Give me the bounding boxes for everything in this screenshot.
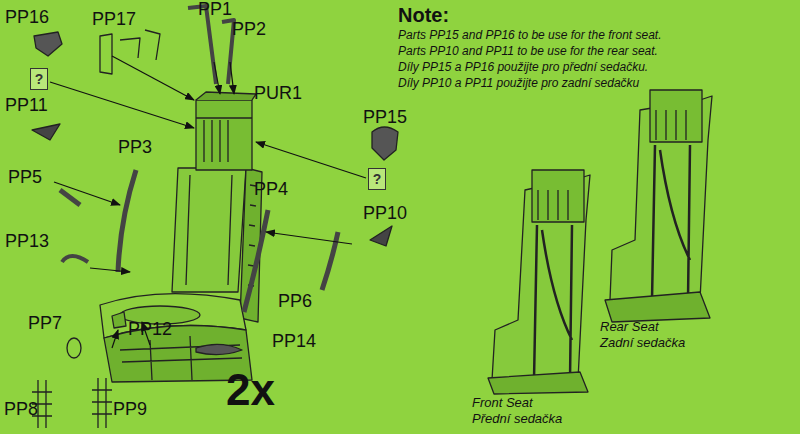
callout-label: PP3	[118, 138, 152, 158]
callout-label: 2x	[226, 366, 275, 414]
note-text: Přední sedačka	[472, 412, 562, 426]
callout-label: PP8	[4, 400, 38, 420]
callout-label: PP13	[5, 232, 49, 252]
callout-label: PP10	[363, 204, 407, 224]
callout-label: PP2	[232, 20, 266, 40]
question-mark: ?	[35, 72, 44, 86]
callout-label: PP17	[92, 10, 136, 30]
question-box: ?	[30, 68, 48, 90]
callout-label: PP15	[363, 108, 407, 128]
note-text: Rear Seat	[600, 320, 659, 334]
callout-label: PP12	[128, 320, 172, 340]
note-text: Zadní sedačka	[600, 336, 685, 350]
callout-label: PUR1	[254, 84, 302, 104]
note-text: Front Seat	[472, 396, 533, 410]
note-text: Díly PP10 a PP11 použijte pro zadní seda…	[398, 77, 639, 90]
callout-label: PP4	[254, 180, 288, 200]
note-text: Parts PP15 and PP16 to be use for the fr…	[398, 29, 662, 42]
note-text: Note:	[398, 4, 449, 26]
note-text: Díly PP15 a PP16 použijte pro přední sed…	[398, 61, 648, 74]
callout-label: PP6	[278, 292, 312, 312]
note-text: Parts PP10 and PP11 to be use for the re…	[398, 45, 658, 58]
callout-label: PP11	[5, 96, 48, 116]
callout-label: PP1	[198, 0, 232, 20]
question-box: ?	[368, 168, 386, 190]
callout-label: PP7	[28, 314, 62, 334]
callout-label: PP14	[272, 332, 316, 352]
question-mark: ?	[373, 172, 382, 186]
callout-label: PP16	[5, 8, 49, 28]
callout-label: PP9	[113, 400, 147, 420]
callout-label: PP5	[8, 168, 42, 188]
